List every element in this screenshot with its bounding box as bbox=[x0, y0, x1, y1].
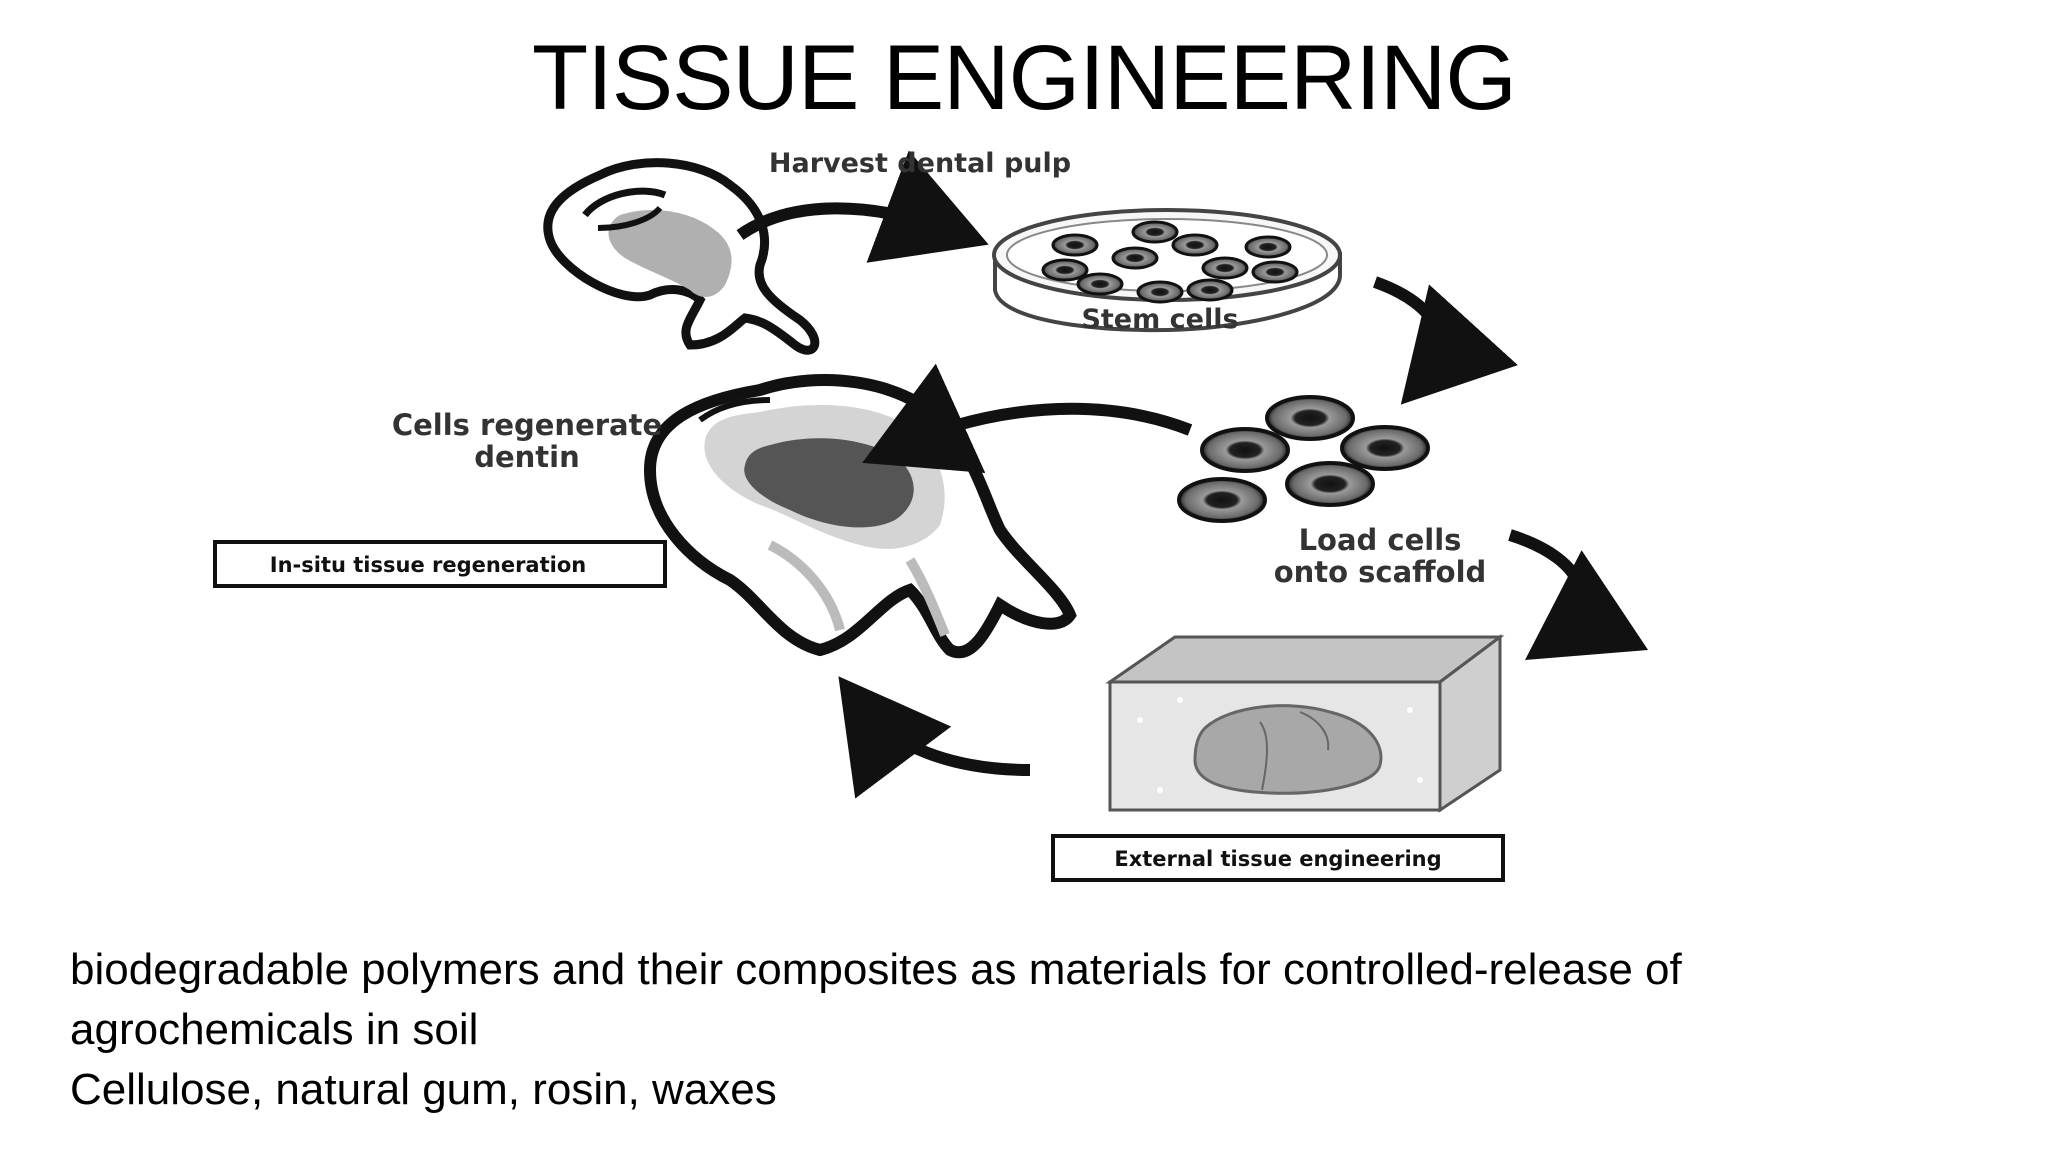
curved-arrow-icon bbox=[736, 150, 989, 263]
external-label-box bbox=[1051, 834, 1505, 882]
in-situ-tissue-regeneration-label: In-situ tissue regeneration bbox=[270, 553, 586, 577]
cells-icon bbox=[1041, 220, 1299, 304]
body-line-3: Cellulose, natural gum, rosin, waxes bbox=[70, 1065, 777, 1114]
curved-arrow-icon bbox=[1372, 276, 1518, 405]
curved-arrow-icon bbox=[838, 676, 1031, 799]
external-tissue-engineering-label: External tissue engineering bbox=[1114, 847, 1441, 871]
load-cells-label-line1: Load cells bbox=[1299, 523, 1462, 557]
in-situ-label-box bbox=[213, 540, 667, 588]
regenerate-label-line2: dentin bbox=[474, 440, 580, 474]
regenerate-label-line1: Cells regenerate bbox=[392, 408, 662, 442]
petri-dish-icon bbox=[992, 208, 1342, 333]
body-text: biodegradable polymers and their composi… bbox=[70, 940, 1970, 1120]
harvest-label: Harvest dental pulp bbox=[769, 148, 1071, 179]
load-cells-label-line2: onto scaffold bbox=[1274, 555, 1487, 589]
regenerated-tooth-icon bbox=[643, 374, 1077, 659]
scaffold-box-icon bbox=[1105, 634, 1505, 813]
curved-arrow-icon bbox=[862, 363, 1193, 474]
tooth-icon bbox=[543, 158, 820, 355]
body-line-2: agrochemicals in soil bbox=[70, 1005, 479, 1054]
slide-title: TISSUE ENGINEERING bbox=[532, 27, 1517, 129]
cells-icon bbox=[1177, 395, 1430, 523]
body-line-1: biodegradable polymers and their composi… bbox=[70, 945, 1682, 994]
curved-arrow-icon bbox=[1508, 529, 1649, 660]
stem-cells-label: Stem cells bbox=[1081, 304, 1238, 335]
